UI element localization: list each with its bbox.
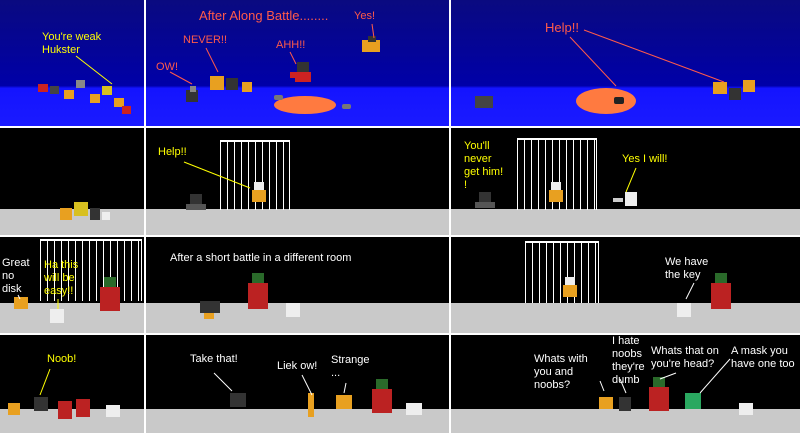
speech-take-that: Take that! [190,353,238,365]
speech-help: Help!! [545,20,579,35]
white-robot [613,192,637,206]
floor [146,209,449,235]
speech-noob: Noob! [47,353,77,365]
speech-a-mask-you-have-one-too: A mask you have one too [731,345,795,370]
dark-robot [475,96,493,108]
captive-gold-robot [549,182,563,202]
gold-robot [336,395,352,409]
speech-yes: Yes! [354,10,376,22]
speech-help: Help!! [158,146,187,158]
red-robot [248,273,268,309]
speech-youre-weak: You're weak Hukster [42,31,102,56]
robots-group [8,397,120,419]
panel-border [449,0,451,433]
rock [274,95,283,100]
gold-robot-leaping [362,36,380,52]
white-robot [406,403,422,415]
fighting-robots-group [60,202,110,220]
fighting-robots-group [713,80,755,100]
panel-3-3: We have the key [451,237,800,333]
green-robot [685,393,701,409]
dark-robot [186,194,206,210]
panel-4-3: Whats with you and noobs? I hate noobs t… [451,335,800,433]
panel-2-1 [0,128,144,235]
fighting-robots-group [186,72,296,102]
panel-2-3: You'll never get him! ! Yes I will! [451,128,800,235]
captive-gold-robot [563,277,577,297]
panel-border [0,126,800,128]
panel-4-1: Noob! [0,335,144,433]
rock [342,104,351,109]
speech-we-have-the-key: We have the key [665,256,709,281]
white-robot [50,309,64,323]
panel-4-2: Take that! Liek ow! Strange ... [146,335,449,433]
panel-border [0,235,800,237]
panel-3-2: After a short battle in a different room [146,237,449,333]
speech-i-hate-noobs: I hate noobs they're dumb [612,335,645,386]
red-robot [100,277,120,311]
panel-3-1: Great no disk Ha this will be easy!! [0,237,144,333]
panel-border [0,333,800,335]
panel-2-2: Help!! [146,128,449,235]
comic-row-4: Noob! Take that! Liek ow! Strange ... [0,335,800,433]
white-robot [286,303,300,317]
dark-robot [230,393,246,407]
floor [451,209,800,235]
white-robot [739,403,753,415]
red-robot [711,273,731,309]
speech-whats-that-on-youre-head: Whats that on you're head? [651,345,719,370]
red-robot [295,62,311,82]
panel-1-1: You're weak Hukster [0,0,144,126]
speech-great-no-disk: Great no disk [2,257,30,295]
panel-1-2: After Along Battle........ OW! NEVER!! A… [146,0,449,126]
panel-border [144,0,146,433]
speech-strange: Strange ... [331,354,370,379]
red-robot [372,379,392,413]
red-robot [649,377,669,411]
captive-gold-robot [252,182,266,202]
sinking-robot [614,97,624,104]
comic-row-1: You're weak Hukster After Along Battle..… [0,0,800,126]
speech-yes-i-will: Yes I will! [622,153,668,165]
dark-robot [475,192,495,208]
lava-pool [576,88,636,114]
speech-ha-this-will-be-easy: Ha this will be easy!! [44,259,79,297]
gold-and-dark-robots [599,397,631,411]
dark-robot-knocked-down [200,301,220,319]
speech-ahh: AHH!! [276,39,306,51]
speech-never: NEVER!! [183,34,228,46]
speech-whats-with-you-and-noobs: Whats with you and noobs? [534,353,588,391]
speech-youll-never-get-him: You'll never get him! ! [464,140,504,191]
prison-cage [525,241,599,303]
speech-ow: OW! [156,61,178,73]
fighting-robots-group [38,80,131,114]
lava-pool [274,96,336,114]
white-robot [677,303,691,317]
comic-row-3: Great no disk Ha this will be easy!! Aft… [0,237,800,333]
comic-row-2: Help!! You'll never get him! ! Yes I wil… [0,128,800,235]
speech-liek-ow: Liek ow! [277,360,318,372]
narration-after-a-short-battle: After a short battle in a different room [170,252,352,264]
gold-robot-hit [308,393,314,417]
panel-1-3: Help!! [451,0,800,126]
narration-after-along-battle: After Along Battle........ [199,8,329,23]
floor [146,409,449,433]
gold-robot [14,297,28,309]
floor [451,303,800,333]
prison-cage [40,239,142,301]
